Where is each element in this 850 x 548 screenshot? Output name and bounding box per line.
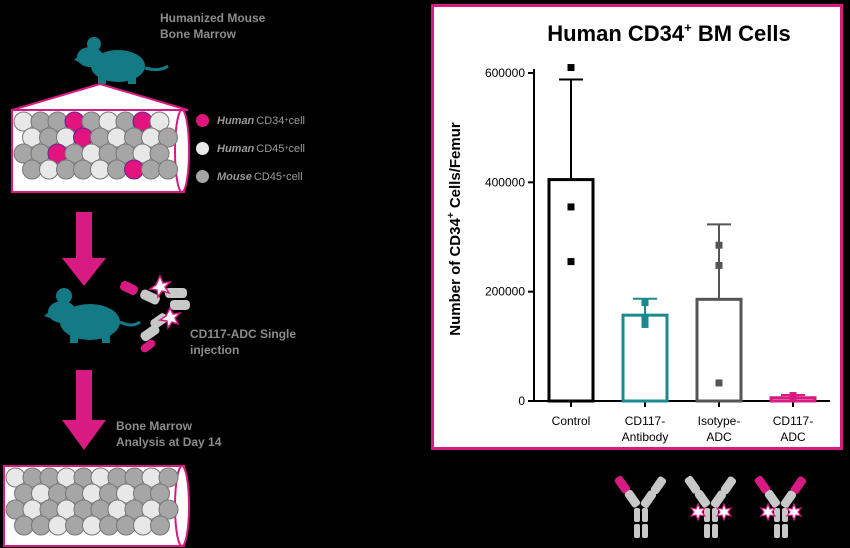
data-point xyxy=(641,315,649,323)
data-point xyxy=(567,64,575,72)
x-tick-label: Isotype- xyxy=(698,414,741,428)
x-tick-label-line2: Antibody xyxy=(622,430,669,444)
bar xyxy=(621,313,669,403)
top-label-line2: Bone Marrow xyxy=(160,27,237,41)
bone-marrow-cell xyxy=(56,159,76,180)
bone-marrow-cell xyxy=(31,515,51,536)
legend-suffix: cell xyxy=(288,142,306,155)
chart-title-main: Human CD34 xyxy=(547,21,685,46)
cd117-antibody-icon xyxy=(614,475,667,538)
legend-prefix: Human xyxy=(217,114,255,127)
legend-marker: CD45 xyxy=(256,142,285,155)
analysis-label-line1: Bone Marrow xyxy=(116,419,193,433)
chart-panel: Human CD34+ BM Cells Number of CD34+ Cel… xyxy=(431,4,843,450)
y-axis-label-sup: + xyxy=(446,212,457,218)
down-arrow-2 xyxy=(62,370,106,450)
bar-chart: Human CD34+ BM Cells Number of CD34+ Cel… xyxy=(446,20,830,444)
chart-title-sup: + xyxy=(684,20,692,35)
y-tick-label: 0 xyxy=(518,394,525,408)
bone-marrow-cell xyxy=(133,515,153,536)
cell-legend: Human CD34+ cell Human CD45+ cell Mouse … xyxy=(196,114,305,183)
bone-marrow-cylinder-bottom xyxy=(3,465,190,547)
bone-marrow-cell xyxy=(158,159,178,180)
zoom-triangle xyxy=(11,82,189,111)
legend-swatch xyxy=(196,142,209,155)
antibody-icons-row xyxy=(614,475,807,538)
chart-title-suffix: BM Cells xyxy=(692,21,791,46)
bone-marrow-cell xyxy=(107,159,127,180)
legend-marker: CD45 xyxy=(253,170,282,183)
legend-prefix: Mouse xyxy=(217,170,252,183)
adc-antibody-icon xyxy=(120,274,190,353)
bone-marrow-cell xyxy=(158,127,178,148)
legend-prefix: Human xyxy=(217,142,255,155)
data-point xyxy=(567,203,575,211)
bone-marrow-cell xyxy=(65,515,85,536)
top-label-line1: Humanized Mouse xyxy=(160,11,266,25)
bone-marrow-cell xyxy=(150,483,170,504)
isotype-adc-icon xyxy=(684,475,737,538)
y-tick-label: 600000 xyxy=(485,66,525,80)
data-point xyxy=(715,379,723,387)
y-axis-label-main: Number of CD34 xyxy=(447,218,464,336)
bone-marrow-cell xyxy=(14,515,34,536)
data-point xyxy=(641,299,649,307)
analysis-label: Bone Marrow Analysis at Day 14 xyxy=(116,418,221,450)
legend-swatch xyxy=(196,114,209,127)
data-point xyxy=(715,261,723,269)
legend-item-human-cd45: Human CD45+ cell xyxy=(196,142,305,155)
data-point xyxy=(715,241,723,249)
legend-swatch xyxy=(196,170,209,183)
x-tick-label: CD117- xyxy=(773,414,813,428)
bone-marrow-cell xyxy=(73,159,93,180)
y-axis-label-suffix: Cells/Femur xyxy=(447,122,464,212)
bone-marrow-cell xyxy=(48,515,68,536)
data-point xyxy=(641,320,649,328)
legend-suffix: cell xyxy=(286,170,303,183)
legend-sup: + xyxy=(284,117,289,124)
legend-sup: + xyxy=(284,145,289,152)
x-tick-label: CD117- xyxy=(625,414,665,428)
bone-marrow-cell xyxy=(22,159,42,180)
bone-marrow-cell xyxy=(149,143,170,164)
bone-marrow-cell xyxy=(149,111,170,132)
bone-marrow-cell xyxy=(150,515,170,536)
injection-label: CD117-ADC Single injection xyxy=(190,326,296,358)
bone-marrow-cell xyxy=(39,159,59,180)
cd117-adc-icon xyxy=(754,475,807,538)
mouse-icon-middle xyxy=(44,288,141,343)
x-tick-label-line2: ADC xyxy=(706,430,732,444)
workflow-diagram xyxy=(3,37,190,547)
legend-marker: CD34 xyxy=(256,114,285,127)
bone-marrow-cell xyxy=(90,159,110,180)
y-axis-label: Number of CD34+ Cells/Femur xyxy=(446,122,464,336)
x-tick-label: Control xyxy=(552,414,591,428)
y-tick-label: 200000 xyxy=(485,285,525,299)
legend-item-human-cd34: Human CD34+ cell xyxy=(196,114,305,127)
bone-marrow-cell xyxy=(158,499,179,520)
bone-marrow-cell xyxy=(116,515,136,536)
injection-label-line2: injection xyxy=(190,343,240,357)
bone-marrow-cell xyxy=(82,515,102,536)
analysis-label-line2: Analysis at Day 14 xyxy=(116,435,222,449)
bar xyxy=(547,178,595,403)
legend-suffix: cell xyxy=(288,114,306,127)
injection-label-line1: CD117-ADC Single xyxy=(190,327,297,341)
bone-marrow-cell xyxy=(141,159,161,180)
bone-marrow-cylinder-top xyxy=(11,109,190,193)
bone-marrow-cell xyxy=(158,467,179,488)
legend-item-mouse-cd45: Mouse CD45+ cell xyxy=(196,170,305,183)
mouse-icon-top xyxy=(74,37,169,84)
data-point xyxy=(789,395,797,403)
data-point xyxy=(567,258,575,266)
down-arrow-1 xyxy=(62,212,106,286)
x-tick-label-line2: ADC xyxy=(780,430,806,444)
chart-bars xyxy=(547,64,817,403)
bone-marrow-cell xyxy=(124,159,144,180)
bone-marrow-cell xyxy=(99,515,119,536)
chart-title: Human CD34+ BM Cells xyxy=(547,20,791,46)
y-tick-label: 400000 xyxy=(485,175,525,189)
humanized-mouse-label: Humanized Mouse Bone Marrow xyxy=(160,10,265,42)
legend-sup: + xyxy=(281,173,287,180)
